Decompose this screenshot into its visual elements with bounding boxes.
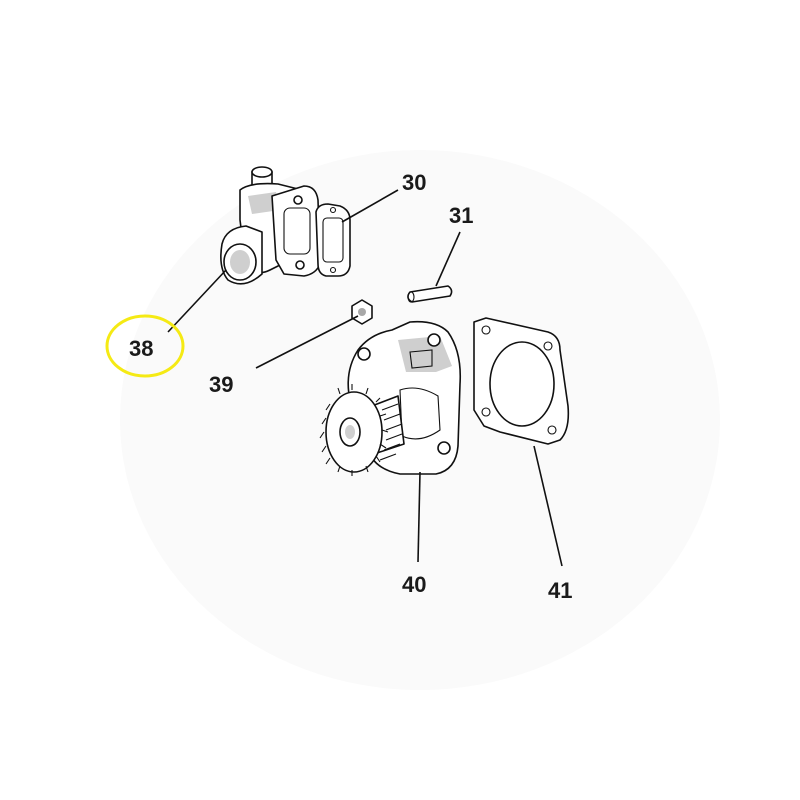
label-31: 31 (449, 203, 473, 228)
leader-39 (255, 315, 359, 369)
leader-30 (341, 189, 399, 223)
label-40: 40 (402, 572, 426, 597)
label-38: 38 (129, 336, 153, 361)
label-39: 39 (209, 372, 233, 397)
part-30-gasket[interactable] (315, 203, 351, 277)
part-41-pump-gasket[interactable] (473, 317, 570, 445)
leader-38 (167, 269, 227, 333)
leader-41 (533, 445, 563, 567)
part-31-dowel-pin[interactable] (407, 285, 453, 303)
highlight-ring (105, 314, 185, 378)
leader-40 (417, 471, 421, 563)
label-30: 30 (402, 170, 426, 195)
leader-31 (435, 231, 461, 287)
part-40-water-pump[interactable] (319, 320, 462, 476)
part-39-nut[interactable] (351, 299, 373, 325)
label-41: 41 (548, 578, 572, 603)
pump-drive-sprocket (319, 384, 403, 476)
